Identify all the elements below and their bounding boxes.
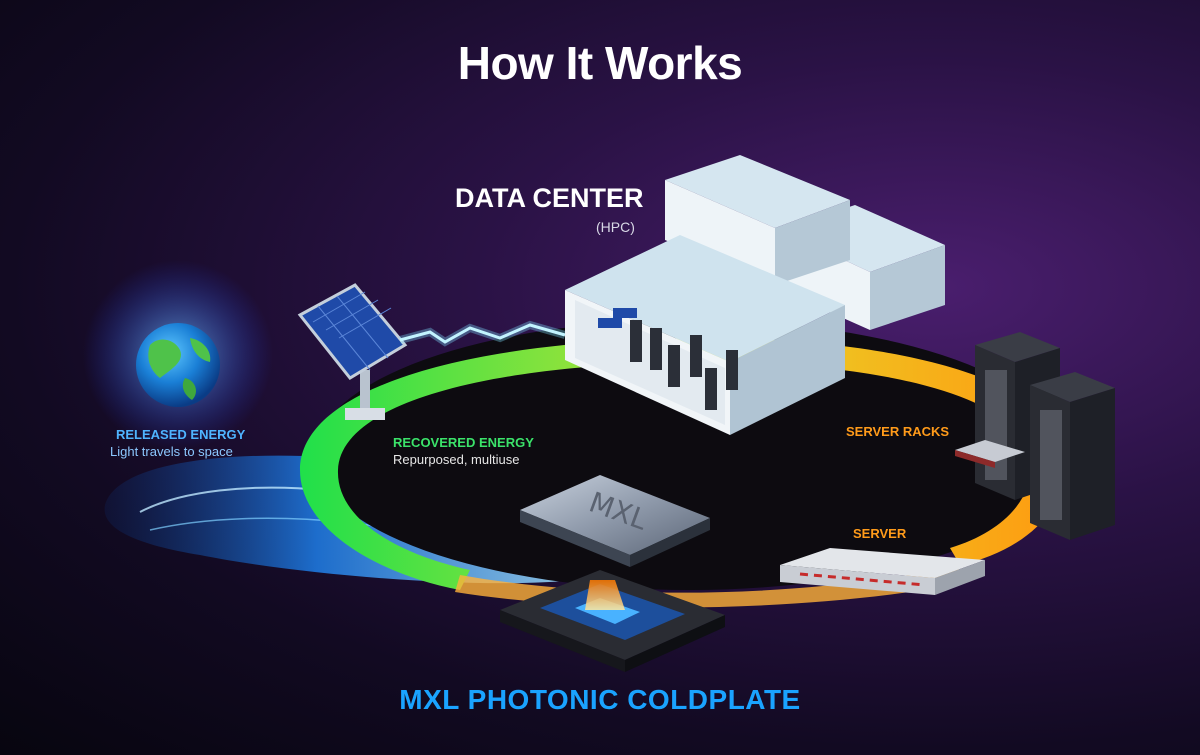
server-racks-label: SERVER RACKS — [846, 424, 950, 439]
data-center-subtitle: (HPC) — [596, 219, 635, 235]
mxl-coldplate — [500, 570, 725, 672]
page-title: How It Works — [457, 37, 743, 89]
solar-panel-icon — [297, 283, 408, 420]
mxl-chip: MXL — [520, 475, 710, 567]
data-center-title: DATA CENTER — [455, 183, 644, 213]
coldplate-title: MXL PHOTONIC COLDPLATE — [399, 684, 801, 715]
released-energy-subtitle: Light travels to space — [110, 444, 233, 459]
data-center-building — [565, 155, 945, 435]
server-icon — [780, 548, 985, 595]
platform-disk — [315, 320, 1065, 590]
server-label: SERVER — [853, 526, 907, 541]
recovered-energy-subtitle: Repurposed, multiuse — [393, 452, 520, 467]
released-energy-title: RELEASED ENERGY — [116, 427, 246, 442]
power-bolt — [398, 320, 567, 347]
earth-icon — [83, 260, 273, 450]
server-racks-icon — [955, 332, 1115, 540]
recovered-energy-title: RECOVERED ENERGY — [393, 435, 534, 450]
